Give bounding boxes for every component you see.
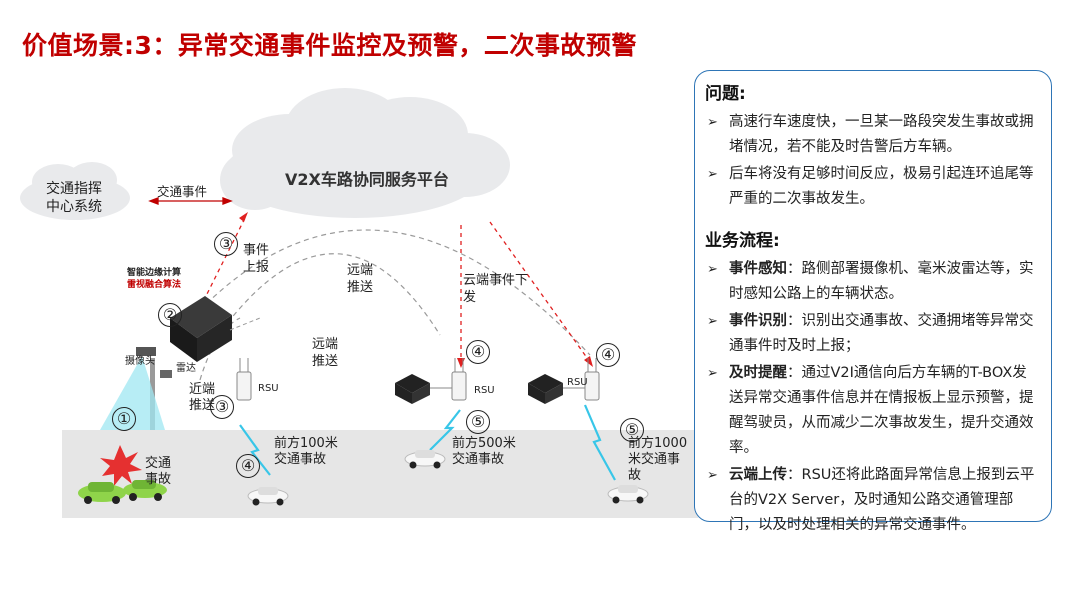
info-panel: 问题: ➢高速行车速度快，一旦某一路段突发生事故或拥堵情况，若不能及时告警后方车… — [694, 70, 1052, 533]
problem-list: ➢高速行车速度快，一旦某一路段突发生事故或拥堵情况，若不能及时告警后方车辆。 ➢… — [705, 110, 1041, 212]
ahead1000-label-2: 米交通事 — [628, 452, 681, 467]
bullet-arrow-icon: ➢ — [707, 314, 718, 329]
near-push-2: 推送 — [189, 398, 216, 413]
step-3-upper: ③ — [214, 232, 238, 256]
edge-box — [170, 296, 232, 362]
bullet-arrow-icon: ➢ — [707, 366, 718, 381]
step-4-rsu3: ④ — [596, 343, 620, 367]
process-list: ➢事件感知：路侧部署摄像机、毫米波雷达等，实时感知公路上的车辆状态。 ➢事件识别… — [705, 257, 1041, 538]
center-link-label: 交通事件 — [157, 184, 208, 199]
step-3-near: ③ — [210, 395, 234, 419]
remote-push-a2: 推送 — [347, 280, 374, 295]
rsu-3 — [584, 358, 600, 401]
center-label-2: 中心系统 — [46, 199, 102, 215]
ahead500-label-1: 前方500米 — [452, 436, 516, 451]
car-white-3 — [607, 485, 649, 504]
problem-item: ➢高速行车速度快，一旦某一路段突发生事故或拥堵情况，若不能及时告警后方车辆。 — [705, 110, 1041, 160]
accident-label-2: 事故 — [145, 472, 172, 487]
accident-label-1: 交通 — [145, 456, 172, 471]
car-green-2 — [123, 480, 167, 501]
cloud-center — [20, 162, 130, 220]
step-4-car: ④ — [236, 454, 260, 478]
ahead500-label-2: 交通事故 — [452, 452, 505, 467]
rsu-label-1: RSU — [258, 383, 279, 394]
module-3 — [528, 374, 563, 404]
bullet-arrow-icon: ➢ — [707, 115, 718, 130]
step-1: ① — [112, 407, 136, 431]
process-item: ➢事件感知：路侧部署摄像机、毫米波雷达等，实时感知公路上的车辆状态。 — [705, 257, 1041, 307]
event-report-2: 上报 — [243, 260, 270, 275]
bullet-arrow-icon: ➢ — [707, 262, 718, 277]
scenario-diagram — [20, 88, 649, 506]
bullet-arrow-icon: ➢ — [707, 167, 718, 182]
crash-burst — [100, 445, 142, 486]
ahead1000-label-3: 故 — [628, 468, 642, 483]
ahead100-label-1: 前方100米 — [274, 436, 338, 451]
process-item: ➢及时提醒：通过V2I通信向后方车辆的T-BOX发送异常交通事件信息并在情报板上… — [705, 361, 1041, 461]
camera-label: 摄像头 — [125, 356, 155, 367]
step-2: ② — [158, 303, 182, 327]
center-label-1: 交通指挥 — [46, 181, 102, 197]
process-item: ➢云端上传：RSU还将此路面异常信息上报到云平台的V2X Server，及时通知… — [705, 463, 1041, 538]
cloud-dispatch-2: 发 — [463, 290, 477, 305]
rsu-label-2: RSU — [474, 385, 495, 396]
step-5-rsu3: ⑤ — [620, 418, 644, 442]
bullet-arrow-icon: ➢ — [707, 468, 718, 483]
car-white-2 — [404, 450, 446, 469]
edge-label-2: 雷视融合算法 — [127, 280, 182, 290]
radar-label: 雷达 — [176, 363, 196, 374]
remote-push-b1: 远端 — [312, 337, 339, 352]
near-push-1: 近端 — [189, 382, 216, 397]
signal-bolts — [239, 404, 616, 481]
ahead100-label-2: 交通事故 — [274, 452, 327, 467]
platform-label: V2X车路协同服务平台 — [285, 170, 449, 189]
red-arrowheads — [239, 212, 593, 368]
process-item: ➢事件识别：识别出交通事故、交通拥堵等异常交通事件时及时上报； — [705, 309, 1041, 359]
center-link-arrow — [148, 197, 233, 205]
push-arcs — [199, 229, 591, 381]
rsu-2 — [451, 358, 467, 401]
step-4-rsu2: ④ — [466, 340, 490, 364]
step-5-rsu2: ⑤ — [466, 410, 490, 434]
ahead1000-label-1: 前方1000 — [628, 436, 688, 451]
car-white-1 — [247, 487, 289, 506]
edge-label-1: 智能边缘计算 — [127, 268, 182, 278]
problem-title: 问题: — [705, 84, 746, 104]
process-title: 业务流程: — [705, 231, 780, 251]
remote-push-a1: 远端 — [347, 263, 374, 278]
car-green-1 — [78, 482, 126, 504]
road-strip — [62, 430, 698, 518]
page-title: 价值场景:3：异常交通事件监控及预警，二次事故预警 — [22, 31, 637, 60]
remote-push-b2: 推送 — [312, 354, 339, 369]
cloud-platform — [220, 88, 510, 218]
cloud-dispatch-1: 云端事件下 — [463, 273, 529, 288]
problem-item: ➢后车将没有足够时间反应，极易引起连环追尾等严重的二次事故发生。 — [705, 162, 1041, 212]
red-arrows — [199, 217, 591, 363]
event-report-1: 事件 — [243, 243, 270, 258]
rsu-1 — [236, 358, 252, 401]
rsu-label-3: RSU — [567, 377, 588, 388]
module-2 — [395, 374, 430, 404]
